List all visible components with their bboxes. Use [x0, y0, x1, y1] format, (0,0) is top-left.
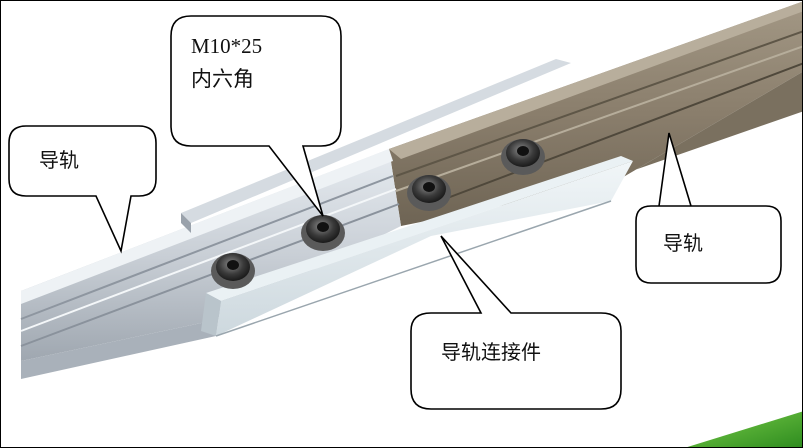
- callout-bolt-spec: M10*25 内六角: [191, 30, 262, 95]
- callout-connector-label: 导轨连接件: [441, 340, 541, 364]
- callout-bubble-rail-right: [635, 132, 782, 284]
- hex-bolt-3: [407, 175, 451, 211]
- callout-rail-left-label: 导轨: [39, 148, 79, 172]
- callout-bubble-connector: [410, 235, 622, 410]
- callout-bubble-rail-left: [8, 125, 157, 254]
- callout-bubble-bolt-spec: [170, 15, 342, 217]
- rail-right: [389, 1, 802, 226]
- green-object-corner: [687, 411, 802, 447]
- hex-bolt-4: [501, 139, 545, 175]
- rail-left: [20, 59, 571, 379]
- callout-rail-right-label: 导轨: [663, 231, 703, 255]
- hex-bolt-2: [301, 215, 345, 251]
- bolt-size-label: M10*25: [191, 34, 263, 58]
- rail-connector-plate: [201, 156, 633, 337]
- bolt-type-label: 内六角: [191, 66, 254, 91]
- hex-bolt-1: [211, 253, 255, 289]
